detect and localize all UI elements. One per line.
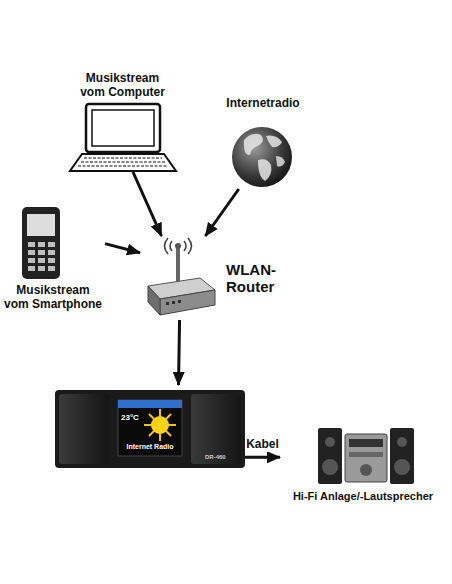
radio-device	[55, 390, 245, 468]
node-label: Internetradio	[222, 97, 304, 111]
model-number: DR-460	[205, 454, 239, 461]
router-icon	[148, 238, 215, 315]
radio-node: 23°C Internet RadioDR-460	[55, 385, 245, 470]
node-label: Musikstream vom Computer	[75, 72, 170, 100]
arrow-connector	[245, 456, 280, 459]
globe-icon	[232, 127, 292, 187]
node-label: Hi-Fi Anlage/-Lautsprecher	[280, 490, 446, 503]
globe-node: Internetradio	[222, 95, 306, 189]
arrow-connector	[133, 172, 162, 236]
laptop-node: Musikstream vom Computer	[70, 70, 175, 172]
laptop-icon	[70, 104, 176, 171]
phone-node: Musikstream vom Smartphone	[3, 204, 105, 314]
hifi-node: Hi-Fi Anlage/-Lautsprecher	[280, 420, 448, 506]
arrow-connector	[179, 320, 180, 385]
arrow-connector	[205, 189, 238, 236]
screen-text: 23°C	[121, 413, 151, 422]
router-node: WLAN-Router	[140, 236, 312, 320]
arrow-connector	[105, 244, 140, 253]
node-label: WLAN-Router	[226, 261, 310, 296]
edge-label: Kabel	[245, 438, 280, 452]
phone-icon	[22, 207, 60, 279]
hifi-icon	[318, 428, 414, 484]
screen-text: Internet Radio	[118, 443, 182, 451]
node-label: Musikstream vom Smartphone	[3, 284, 103, 312]
